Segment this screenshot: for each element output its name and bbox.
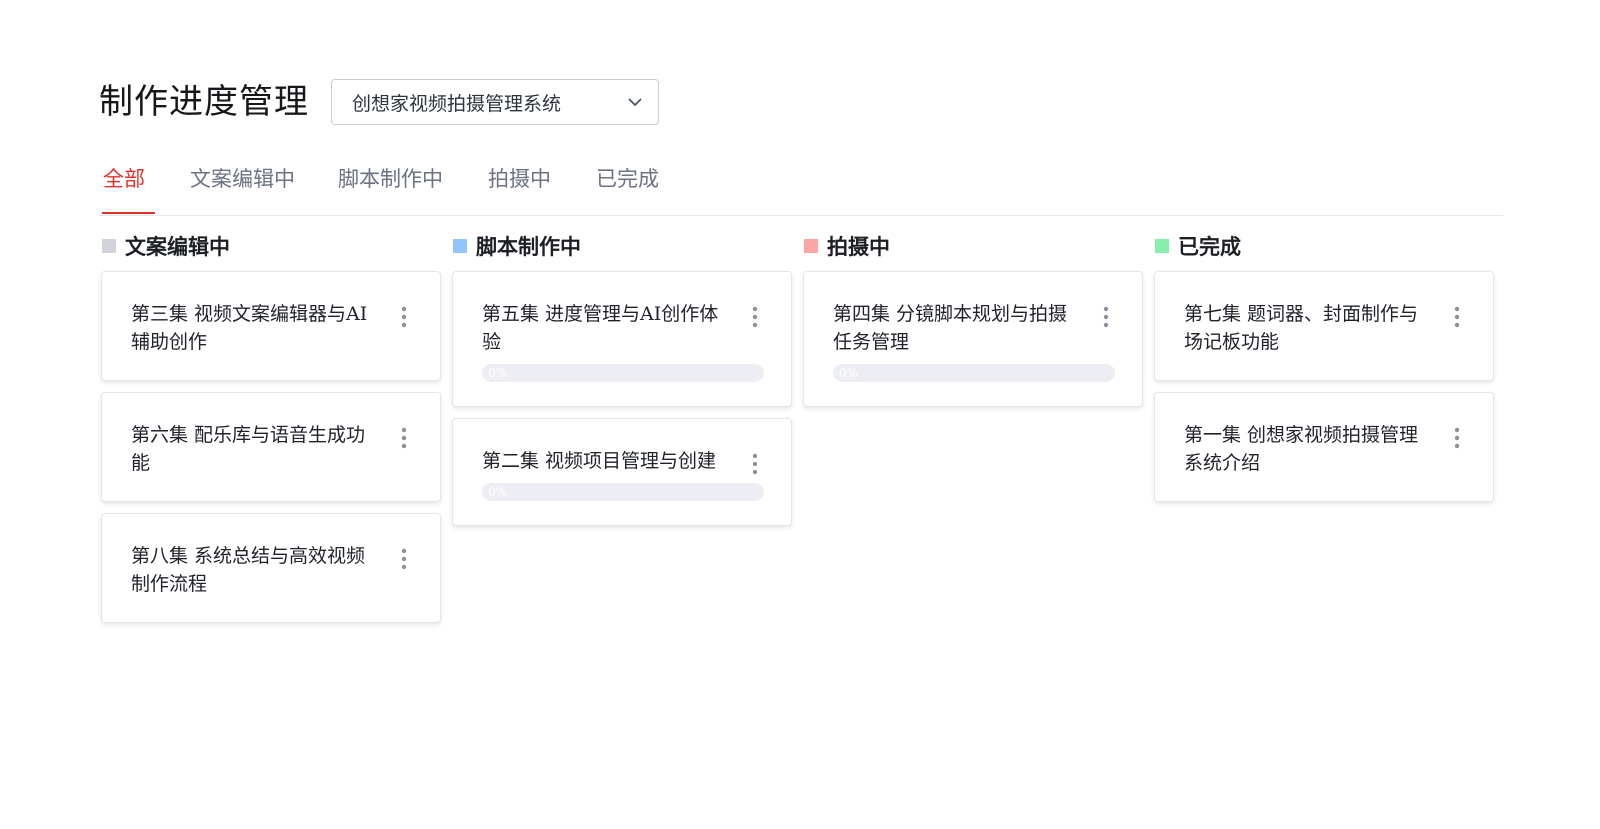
tab-label: 文案编辑中	[190, 167, 295, 191]
active-tab-indicator	[102, 212, 155, 214]
tab-label: 已完成	[596, 167, 659, 191]
more-vertical-icon[interactable]	[1453, 427, 1461, 449]
column-header: 文案编辑中	[102, 233, 444, 259]
task-card[interactable]: 第一集 创想家视频拍摄管理系统介绍	[1154, 392, 1494, 502]
task-card-title: 第七集 题词器、封面制作与场记板功能	[1184, 303, 1419, 353]
tab-scripting[interactable]: 脚本制作中	[338, 150, 443, 214]
header: 制作进度管理 创想家视频拍摄管理系统	[99, 78, 659, 126]
progress-text: 0%	[839, 366, 859, 380]
column-copywriting: 文案编辑中 第三集 视频文案编辑器与AI辅助创作 第六集 配乐库与语音生成功能 …	[96, 233, 444, 623]
more-vertical-icon[interactable]	[400, 306, 408, 328]
chevron-down-icon	[628, 98, 642, 106]
status-tabs: 全部 文案编辑中 脚本制作中 拍摄中 已完成	[99, 150, 1503, 216]
tab-all[interactable]: 全部	[102, 150, 155, 214]
task-card-title: 第八集 系统总结与高效视频制作流程	[131, 545, 366, 595]
task-card[interactable]: 第八集 系统总结与高效视频制作流程	[101, 513, 441, 623]
page-title: 制作进度管理	[99, 82, 309, 122]
progress-text: 0%	[488, 485, 508, 499]
progress-text: 0%	[488, 366, 508, 380]
more-vertical-icon[interactable]	[1102, 306, 1110, 328]
more-vertical-icon[interactable]	[1453, 306, 1461, 328]
progress-bar: 0%	[482, 364, 764, 382]
progress-bar: 0%	[482, 483, 764, 501]
task-card-title: 第一集 创想家视频拍摄管理系统介绍	[1184, 424, 1419, 474]
tab-copywriting[interactable]: 文案编辑中	[190, 150, 295, 214]
column-title: 脚本制作中	[476, 234, 581, 259]
task-card[interactable]: 第六集 配乐库与语音生成功能	[101, 392, 441, 502]
task-card-title: 第二集 视频项目管理与创建	[482, 450, 717, 472]
task-card[interactable]: 第四集 分镜脚本规划与拍摄任务管理 0%	[803, 271, 1143, 407]
tab-label: 脚本制作中	[338, 167, 443, 191]
tab-label: 全部	[103, 167, 145, 191]
tab-completed[interactable]: 已完成	[596, 150, 659, 214]
more-vertical-icon[interactable]	[751, 306, 759, 328]
project-select-value: 创想家视频拍摄管理系统	[352, 92, 562, 115]
task-card[interactable]: 第三集 视频文案编辑器与AI辅助创作	[101, 271, 441, 381]
column-scripting: 脚本制作中 第五集 进度管理与AI创作体验 0% 第二集 视频项目管理与创建 0…	[447, 233, 795, 526]
column-header: 已完成	[1155, 233, 1497, 259]
column-shooting: 拍摄中 第四集 分镜脚本规划与拍摄任务管理 0%	[798, 233, 1146, 407]
column-title: 文案编辑中	[125, 234, 230, 259]
task-card-title: 第六集 配乐库与语音生成功能	[131, 424, 366, 474]
column-completed: 已完成 第七集 题词器、封面制作与场记板功能 第一集 创想家视频拍摄管理系统介绍	[1149, 233, 1497, 502]
task-card-title: 第三集 视频文案编辑器与AI辅助创作	[131, 303, 368, 353]
tab-shooting[interactable]: 拍摄中	[488, 150, 551, 214]
column-header: 拍摄中	[804, 233, 1146, 259]
column-header: 脚本制作中	[453, 233, 795, 259]
more-vertical-icon[interactable]	[400, 548, 408, 570]
status-color-swatch	[804, 239, 818, 253]
status-color-swatch	[453, 239, 467, 253]
status-color-swatch	[102, 239, 116, 253]
task-card-title: 第五集 进度管理与AI创作体验	[482, 303, 719, 353]
more-vertical-icon[interactable]	[400, 427, 408, 449]
more-vertical-icon[interactable]	[751, 453, 759, 475]
task-card[interactable]: 第七集 题词器、封面制作与场记板功能	[1154, 271, 1494, 381]
progress-bar: 0%	[833, 364, 1115, 382]
column-title: 已完成	[1178, 234, 1241, 259]
task-card-title: 第四集 分镜脚本规划与拍摄任务管理	[833, 303, 1068, 353]
column-title: 拍摄中	[827, 234, 890, 259]
project-select[interactable]: 创想家视频拍摄管理系统	[331, 79, 659, 125]
tab-label: 拍摄中	[488, 167, 551, 191]
status-color-swatch	[1155, 239, 1169, 253]
task-card[interactable]: 第二集 视频项目管理与创建 0%	[452, 418, 792, 526]
task-card[interactable]: 第五集 进度管理与AI创作体验 0%	[452, 271, 792, 407]
